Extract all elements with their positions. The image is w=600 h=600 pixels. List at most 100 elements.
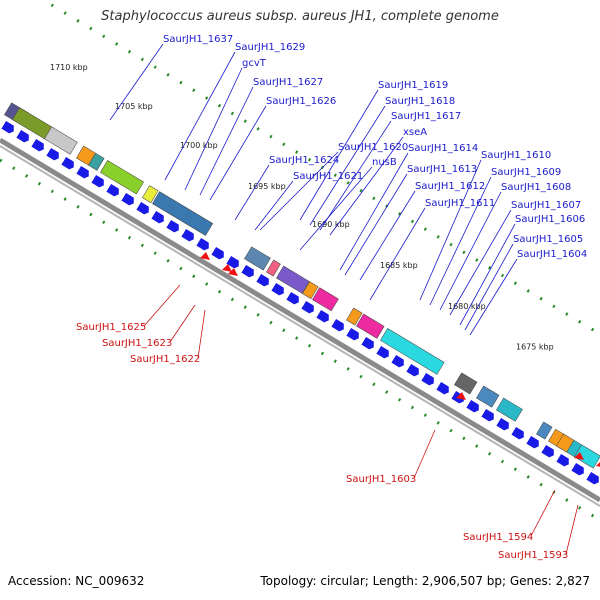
gene-label-forward[interactable]: SaurJH1_1610 bbox=[481, 150, 551, 161]
gene-label-forward[interactable]: SaurJH1_1627 bbox=[253, 77, 323, 88]
gene-block[interactable] bbox=[100, 160, 144, 195]
gene-label-forward[interactable]: SaurJH1_1637 bbox=[163, 34, 233, 45]
gene-label-forward[interactable]: gcvT bbox=[242, 58, 267, 69]
gene-label-forward[interactable]: SaurJH1_1614 bbox=[408, 143, 478, 154]
leader-line bbox=[109, 43, 164, 121]
leader-line bbox=[169, 304, 196, 343]
gene-label-forward[interactable]: SaurJH1_1618 bbox=[385, 96, 455, 107]
cds-arrow[interactable] bbox=[346, 327, 361, 342]
leader-line bbox=[199, 86, 254, 196]
gene-label-forward[interactable]: SaurJH1_1606 bbox=[515, 214, 585, 225]
gene-block[interactable] bbox=[476, 385, 500, 408]
cds-arrow[interactable] bbox=[316, 309, 331, 324]
reverse-cds-marker[interactable] bbox=[456, 392, 466, 400]
cds-arrow[interactable] bbox=[541, 444, 556, 459]
cds-arrow[interactable] bbox=[16, 129, 31, 144]
cds-arrow[interactable] bbox=[1, 120, 16, 135]
cds-arrow[interactable] bbox=[586, 471, 600, 486]
reverse-cds-marker[interactable] bbox=[574, 452, 584, 460]
cds-arrow[interactable] bbox=[166, 219, 181, 234]
gene-label-forward[interactable]: SaurJH1_1609 bbox=[491, 167, 561, 178]
gene-block[interactable] bbox=[356, 313, 385, 339]
reverse-cds-marker[interactable] bbox=[222, 264, 232, 272]
gene-label-forward[interactable]: nusB bbox=[372, 157, 397, 168]
cds-arrow[interactable] bbox=[526, 435, 541, 450]
gene-label-forward[interactable]: SaurJH1_1604 bbox=[517, 249, 587, 260]
gene-label-forward[interactable]: SaurJH1_1612 bbox=[415, 181, 485, 192]
cds-arrow[interactable] bbox=[481, 408, 496, 423]
gene-block[interactable] bbox=[44, 126, 78, 155]
gene-label-forward[interactable]: SaurJH1_1613 bbox=[407, 164, 477, 175]
gene-block[interactable] bbox=[380, 328, 445, 375]
cds-arrow[interactable] bbox=[376, 345, 391, 360]
gene-label-forward[interactable]: SaurJH1_1620 bbox=[338, 142, 408, 153]
reverse-cds-marker[interactable] bbox=[596, 460, 600, 468]
gene-block[interactable] bbox=[142, 185, 159, 204]
gene-label-forward[interactable]: SaurJH1_1617 bbox=[391, 111, 461, 122]
gene-label-forward[interactable]: SaurJH1_1621 bbox=[293, 171, 363, 182]
reverse-cds-marker[interactable] bbox=[200, 252, 210, 260]
gene-block[interactable] bbox=[312, 287, 339, 312]
cds-arrow[interactable] bbox=[496, 417, 511, 432]
gene-label-forward[interactable]: xseA bbox=[403, 127, 427, 138]
gene-block[interactable] bbox=[346, 307, 363, 326]
cds-arrow[interactable] bbox=[511, 426, 526, 441]
cds-arrow[interactable] bbox=[46, 147, 61, 162]
cds-arrow[interactable] bbox=[331, 318, 346, 333]
gene-label-forward[interactable]: SaurJH1_1607 bbox=[511, 200, 581, 211]
cds-arrow[interactable] bbox=[196, 237, 211, 252]
gene-label-reverse[interactable]: SaurJH1_1594 bbox=[463, 532, 533, 543]
cds-arrow[interactable] bbox=[121, 192, 136, 207]
cds-arrow[interactable] bbox=[436, 381, 451, 396]
gene-block[interactable] bbox=[302, 281, 319, 300]
cds-arrow[interactable] bbox=[301, 300, 316, 315]
gene-block[interactable] bbox=[496, 397, 523, 422]
reverse-cds-marker[interactable] bbox=[228, 268, 238, 276]
gene-label-forward[interactable]: SaurJH1_1624 bbox=[269, 155, 339, 166]
cds-arrow[interactable] bbox=[571, 462, 586, 477]
cds-arrow[interactable] bbox=[406, 363, 421, 378]
cds-arrow[interactable] bbox=[361, 336, 376, 351]
cds-arrow[interactable] bbox=[211, 246, 226, 261]
gene-label-reverse[interactable]: SaurJH1_1625 bbox=[76, 322, 146, 333]
leader-line bbox=[197, 309, 206, 359]
gene-block[interactable] bbox=[88, 152, 105, 171]
gene-label-forward[interactable]: SaurJH1_1629 bbox=[235, 42, 305, 53]
cds-arrow[interactable] bbox=[271, 282, 286, 297]
cds-arrow[interactable] bbox=[286, 291, 301, 306]
cds-arrow[interactable] bbox=[466, 399, 481, 414]
gene-label-forward[interactable]: SaurJH1_1605 bbox=[513, 234, 583, 245]
gene-block[interactable] bbox=[152, 191, 214, 236]
gene-label-forward[interactable]: SaurJH1_1619 bbox=[378, 80, 448, 91]
cds-arrow[interactable] bbox=[181, 228, 196, 243]
cds-arrow[interactable] bbox=[241, 264, 256, 279]
gene-block[interactable] bbox=[244, 246, 271, 271]
gene-label-forward[interactable]: SaurJH1_1608 bbox=[501, 182, 571, 193]
gene-label-reverse[interactable]: SaurJH1_1623 bbox=[102, 338, 172, 349]
cds-arrow[interactable] bbox=[91, 174, 106, 189]
cds-arrow[interactable] bbox=[151, 210, 166, 225]
cds-arrow[interactable] bbox=[421, 372, 436, 387]
gene-label-forward[interactable]: SaurJH1_1626 bbox=[266, 96, 336, 107]
cds-arrow[interactable] bbox=[391, 354, 406, 369]
gene-block[interactable] bbox=[574, 444, 600, 469]
leader-line bbox=[469, 258, 518, 336]
cds-arrow[interactable] bbox=[106, 183, 121, 198]
gene-block[interactable] bbox=[266, 259, 281, 277]
gene-block[interactable] bbox=[556, 433, 575, 453]
leader-line bbox=[369, 207, 426, 301]
cds-arrow[interactable] bbox=[76, 165, 91, 180]
gene-block[interactable] bbox=[536, 421, 553, 440]
cds-arrow[interactable] bbox=[256, 273, 271, 288]
cds-arrow[interactable] bbox=[31, 138, 46, 153]
gene-label-reverse[interactable]: SaurJH1_1593 bbox=[498, 550, 568, 561]
cds-arrow[interactable] bbox=[61, 156, 76, 171]
gene-label-forward[interactable]: SaurJH1_1611 bbox=[425, 198, 495, 209]
gene-block[interactable] bbox=[276, 265, 310, 294]
cds-arrow[interactable] bbox=[556, 453, 571, 468]
gene-block[interactable] bbox=[454, 372, 478, 395]
gene-label-reverse[interactable]: SaurJH1_1622 bbox=[130, 354, 200, 365]
cds-arrow[interactable] bbox=[226, 255, 241, 270]
gene-label-reverse[interactable]: SaurJH1_1603 bbox=[346, 474, 416, 485]
cds-arrow[interactable] bbox=[136, 201, 151, 216]
